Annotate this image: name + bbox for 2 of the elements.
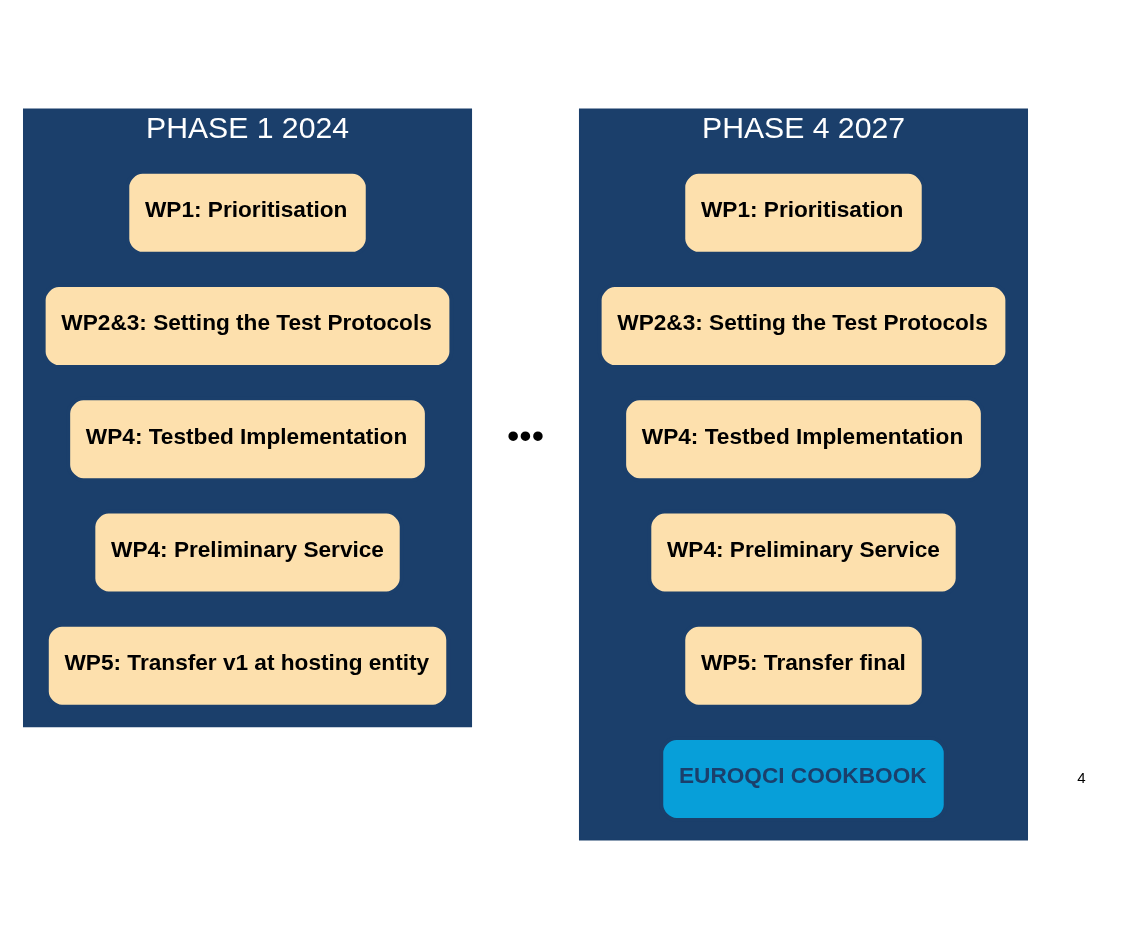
label: ••• xyxy=(507,415,544,455)
label: 4 xyxy=(1077,768,1086,786)
